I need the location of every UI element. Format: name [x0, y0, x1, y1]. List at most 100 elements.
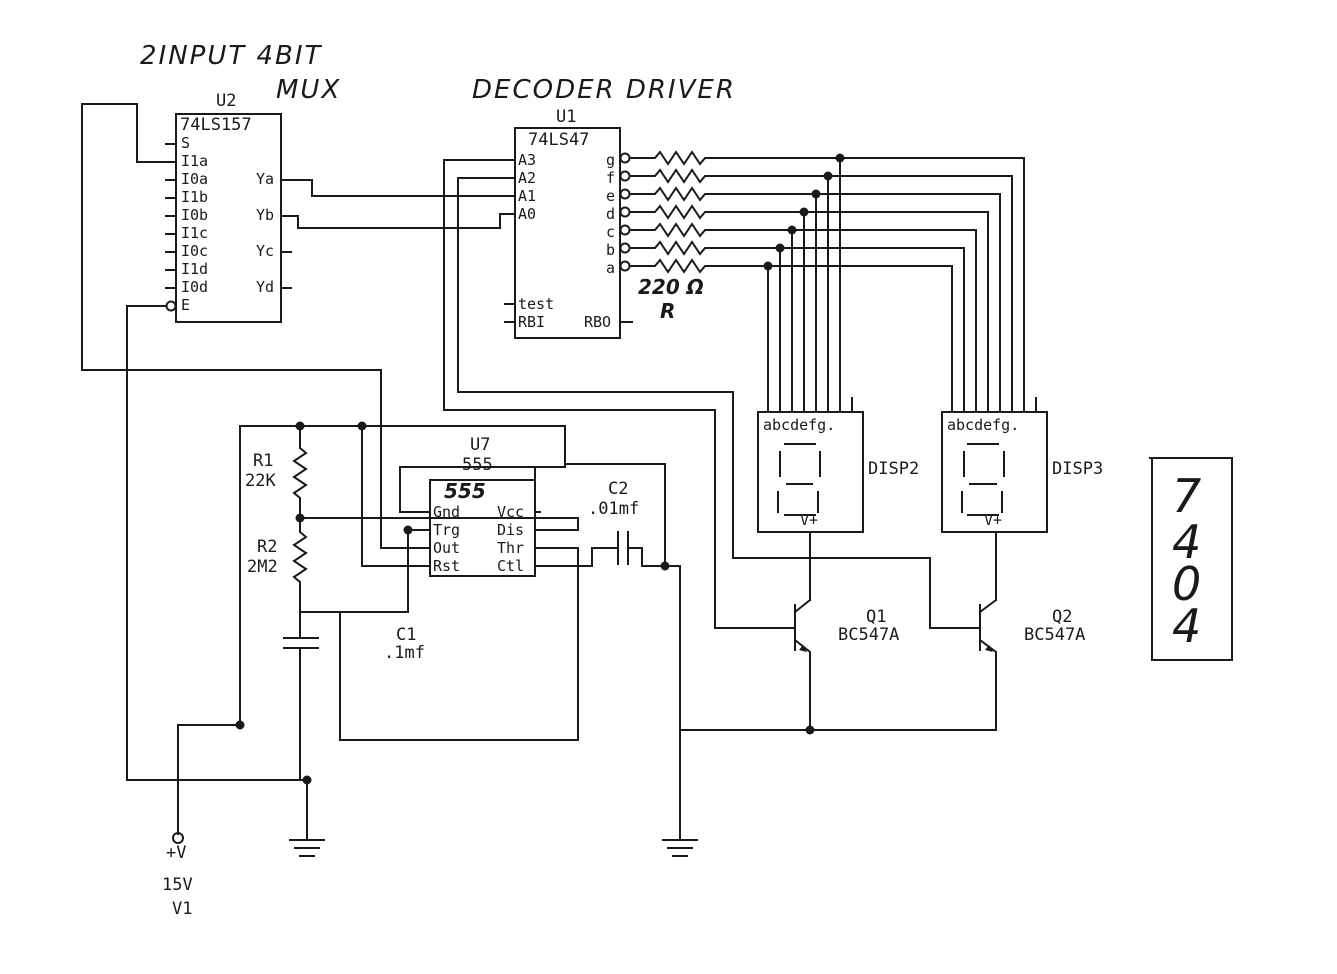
- u2-pin-label: Ya: [256, 170, 274, 188]
- u1-pin-label: A2: [518, 169, 536, 187]
- ic-7404-digit: 4: [1172, 515, 1201, 569]
- disp2-segments: abcdefg.: [763, 416, 835, 434]
- wire-a2-q2-base: [457, 177, 963, 629]
- q2-part: BC547A: [1024, 625, 1085, 645]
- u7-pin-label: Gnd: [433, 503, 460, 521]
- u1-pin-label: g: [606, 151, 615, 169]
- u1-right-pin-labels: g f e d c b a RBO: [584, 151, 615, 331]
- resistor-label: R: [660, 299, 675, 323]
- wire-reset-supply: [361, 425, 431, 567]
- q1-ref: Q1: [866, 607, 886, 627]
- u2-ref: U2: [216, 91, 236, 111]
- c1-ref: C1: [396, 625, 416, 645]
- u2-pin-label: E: [181, 296, 190, 314]
- u1-body: [514, 127, 621, 339]
- r2-resistor: R2 2M2: [247, 517, 308, 613]
- u7-pin-label: Trg: [433, 521, 460, 539]
- r1-value: 22K: [245, 471, 276, 491]
- u1-pin-label: a: [606, 259, 615, 277]
- u2-pin-label: I0b: [181, 206, 208, 224]
- u7-pin-label: Vcc: [497, 503, 524, 521]
- r2-ref: R2: [257, 537, 277, 557]
- r1-ref: R1: [253, 451, 273, 471]
- u7-pin-label: Dis: [497, 521, 524, 539]
- wire-thr-loop: [339, 547, 579, 741]
- u2-enable-bubble: [165, 300, 177, 312]
- q1-transistor: Q1 BC547A: [777, 531, 899, 731]
- ic-7404-digit: 7: [1172, 469, 1201, 523]
- disp2-ref: DISP2: [868, 459, 919, 479]
- r2-value: 2M2: [247, 557, 278, 577]
- u1-part: 74LS47: [528, 130, 589, 150]
- u1-pin-label: b: [606, 241, 615, 259]
- u2-body: [175, 113, 282, 323]
- u2-pin-label: Yd: [256, 278, 274, 296]
- u7-pin-label: Rst: [433, 557, 460, 575]
- u7-part: 555: [462, 455, 493, 475]
- u1-pin-label: d: [606, 205, 615, 223]
- wire-disp-vcc: [564, 463, 666, 567]
- disp2-segment-wires: [763, 153, 1037, 413]
- c2-capacitor: C2 .01mf: [534, 479, 681, 567]
- disp3-seven-segment: abcdefg. V+ DISP3: [941, 411, 1103, 533]
- u2-part: 74LS157: [180, 115, 252, 135]
- u2-pin-label: I1d: [181, 260, 208, 278]
- u1-pin-label: A1: [518, 187, 536, 205]
- u2-pin-label: S: [181, 134, 190, 152]
- wire-dis-node: [299, 517, 579, 531]
- disp3-ref: DISP3: [1052, 459, 1103, 479]
- u1-ref: U1: [556, 107, 576, 127]
- wire-a3-q1-base: [443, 159, 779, 629]
- wire-trg-node: [299, 529, 431, 613]
- ground-symbol-left: [289, 779, 325, 857]
- v1-value: 15V: [162, 875, 193, 895]
- q1-part: BC547A: [838, 625, 899, 645]
- u2-pin-label: I1b: [181, 188, 208, 206]
- wire-ya-a1: [290, 179, 516, 197]
- u2-pin-label: I0a: [181, 170, 208, 188]
- q2-transistor: Q2 BC547A: [961, 531, 1085, 731]
- u2-mux-chip: U2 74LS157 S I1a I0a I1b I0b I1c I0c I1d…: [165, 91, 292, 323]
- v1-supply: +V 15V V1: [162, 720, 245, 919]
- wire-supply-rail: [239, 425, 566, 726]
- disp2-digit-glyph: [777, 443, 821, 516]
- disp3-supply: V+: [984, 511, 1002, 529]
- u2-pin-label: I1c: [181, 224, 208, 242]
- u1-output-bubbles: [619, 152, 631, 272]
- resistor-value: 220 Ω: [638, 275, 704, 299]
- wire-ground-return: [679, 565, 997, 841]
- u2-pin-label: I0d: [181, 278, 208, 296]
- u7-inner-label: 555: [444, 479, 486, 503]
- u7-ref: U7: [470, 435, 490, 455]
- segment-resistor-array: 220 Ω R: [629, 150, 1025, 413]
- ground-symbol-right: [662, 839, 698, 857]
- v1-ref: V1: [172, 899, 192, 919]
- u1-pin-label: e: [606, 187, 615, 205]
- u1-pin-label: RBI: [518, 313, 545, 331]
- u1-decoder-chip: U1 74LS47 A3 A2 A1 A0 test RBI g f e d c…: [504, 107, 633, 339]
- u2-pin-label: I0c: [181, 242, 208, 260]
- disp3-body: [941, 411, 1048, 533]
- v1-terminal: +V: [166, 843, 186, 863]
- u7-timer-chip: U7 555 555 Gnd Trg Out Rst Vcc Dis Thr C…: [429, 435, 536, 577]
- u2-left-pin-labels: S I1a I0a I1b I0b I1c I0c I1d I0d E: [181, 134, 208, 314]
- decoder-heading: DECODER DRIVER: [472, 75, 736, 105]
- u7-pin-label: Out: [433, 539, 460, 557]
- disp3-segments: abcdefg.: [947, 416, 1019, 434]
- disp2-supply: V+: [800, 511, 818, 529]
- u2-pin-label: Yc: [256, 242, 274, 260]
- wire-gnd-loop: [399, 466, 536, 513]
- u1-pin-label: RBO: [584, 313, 611, 331]
- mux-heading-line1: 2INPUT 4BIT: [140, 41, 323, 71]
- u1-pin-label: A0: [518, 205, 536, 223]
- c1-capacitor: C1 .1mf: [283, 611, 425, 781]
- ic-7404-label: 7 4 0 4: [1149, 457, 1233, 661]
- u2-right-pin-labels: Ya Yb Yc Yd: [256, 170, 274, 296]
- c2-ref: C2: [608, 479, 628, 499]
- c1-value: .1mf: [384, 643, 425, 663]
- u7-pin-label: Ctl: [497, 557, 524, 575]
- wire-yb-a0: [290, 213, 516, 229]
- u2-pin-label: I1a: [181, 152, 208, 170]
- u1-left-pin-labels: A3 A2 A1 A0 test RBI: [518, 151, 554, 331]
- mux-heading-line2: MUX: [276, 75, 341, 105]
